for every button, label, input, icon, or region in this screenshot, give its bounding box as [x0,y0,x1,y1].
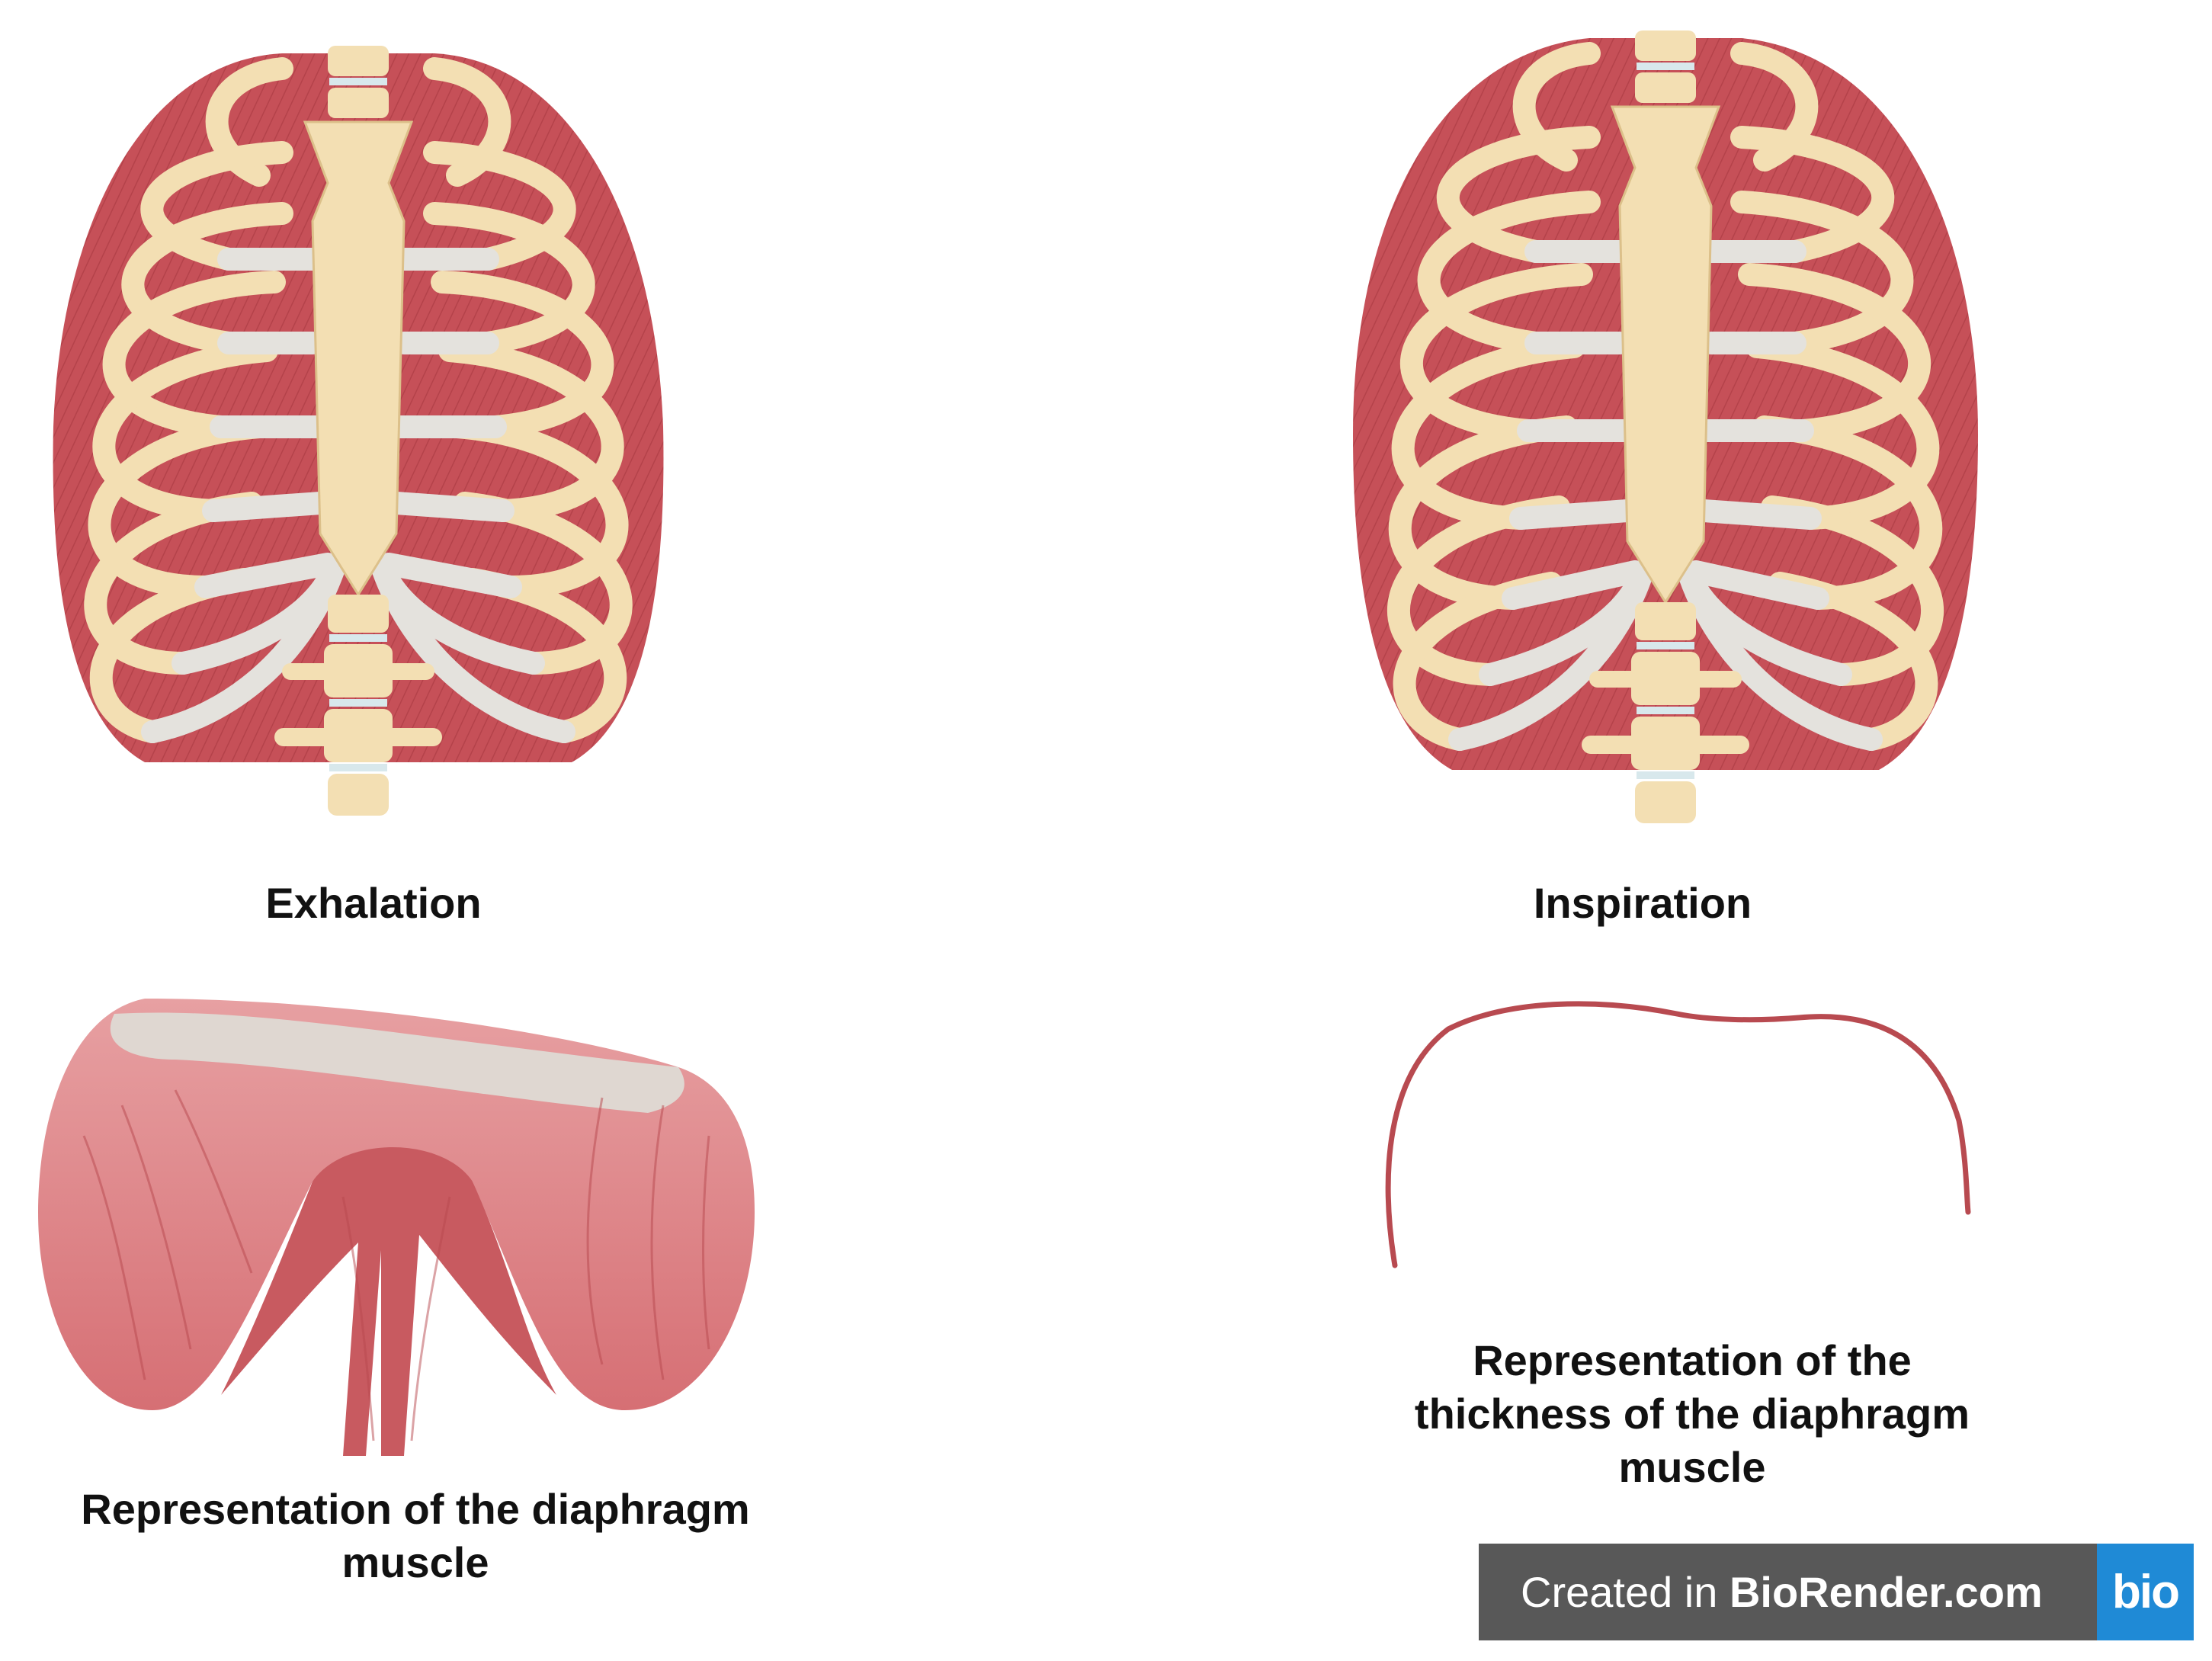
exhalation-label: Exhalation [265,879,482,927]
diaphragm-illustration [38,999,755,1456]
thickness-label: Representation of the thickness of the d… [1414,1336,1970,1491]
ribcage-inspiration-ribs [1387,42,1944,751]
diaphragm-thickness-illustration [1385,1001,1971,1268]
biorender-logo-icon: bio [2097,1544,2194,1640]
badge-prefix: Created in [1521,1568,1730,1616]
diaphragm-dome [38,999,755,1456]
ribcage-exhalation-sternum [303,120,414,597]
ribcage-inspiration-cartilage [1448,240,1883,751]
diaphragm-thickness-curve [1385,1001,1971,1268]
ribcage-exhalation-spine [274,46,442,816]
ribcage-inspiration-sternum [1610,105,1721,604]
biorender-badge-text: Created in BioRender.com [1479,1567,2097,1617]
diaphragm-label: Representation of the diaphragm muscle [81,1485,750,1586]
ribcage-exhalation-cartilage [141,248,575,743]
ribcage-exhalation-illustration [53,46,664,816]
diaphragm-fibers [82,1089,710,1441]
inspiration-label: Inspiration [1533,879,1752,927]
ribcage-exhalation-ribs [84,57,633,743]
badge-brand: BioRender.com [1729,1568,2043,1616]
biorender-badge: Created in BioRender.com bio [1479,1544,2194,1640]
ribcage-inspiration-spine [1582,30,1749,823]
ribcage-inspiration-illustration [1353,30,1978,823]
